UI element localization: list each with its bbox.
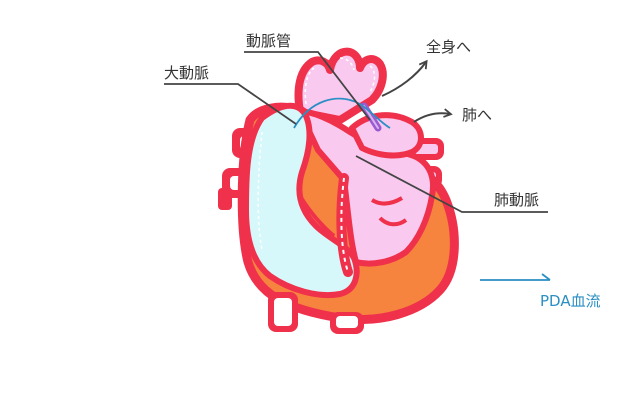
legend-line [480,273,551,281]
leader-aorta [164,83,297,125]
label-to-lungs: 肺へ [462,106,492,124]
label-pulmonary-artery: 肺動脈 [494,191,539,209]
leader-ductus [244,51,371,121]
legend: PDA血流 [480,273,601,310]
label-ductus: 動脈管 [246,32,291,50]
pda-flow-line [293,97,391,129]
leader-pulmonary-artery [355,155,548,213]
heart-body [237,102,459,325]
bottom-vessel-stubs [268,292,364,334]
legend-label: PDA血流 [540,292,601,310]
label-to-body: 全身へ [426,38,471,56]
arrow-to-lungs [413,108,453,123]
label-aorta: 大動脈 [164,64,209,82]
arrow-to-body [381,59,428,97]
